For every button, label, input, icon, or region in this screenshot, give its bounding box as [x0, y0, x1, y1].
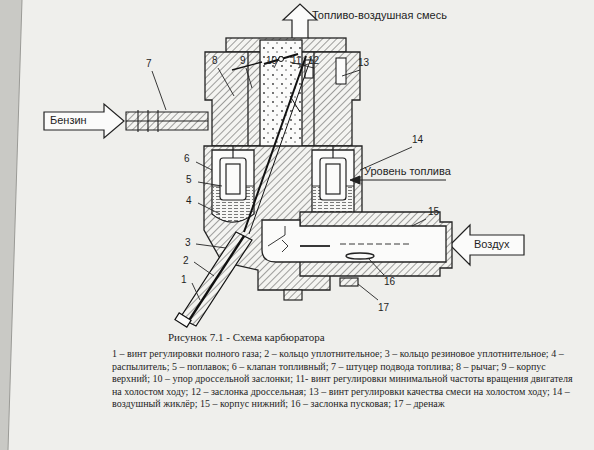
- fuel-inlet-fitting: [126, 110, 208, 132]
- emulsion-tube: [249, 58, 311, 234]
- floats: [226, 164, 240, 194]
- flow-label: Бензин: [50, 114, 87, 127]
- petrol-arrow: [44, 104, 124, 138]
- leader-lines: [198, 203, 220, 214]
- callout-number: 16: [384, 276, 395, 288]
- lower-body: [312, 150, 354, 222]
- page-background: [8, 0, 22, 450]
- fuel-level-pointer: [350, 176, 360, 184]
- emulsion-tube: [244, 56, 306, 232]
- callout-number: 14: [412, 134, 423, 146]
- leader-lines: [198, 182, 222, 186]
- floats: [326, 164, 340, 194]
- upper-body: [313, 52, 314, 146]
- page-background: [0, 0, 22, 450]
- callout-number: 6: [184, 153, 190, 165]
- callout-number: 5: [186, 174, 192, 186]
- figure-caption: Рисунок 7.1 - Схема карбюратора: [168, 331, 325, 344]
- callout-number: 10: [266, 55, 277, 67]
- floats: [220, 146, 346, 200]
- throttle-valve: [336, 58, 346, 84]
- drain-and-outlet: [340, 278, 358, 286]
- leader-lines: [196, 244, 226, 248]
- air-tube: [300, 245, 330, 247]
- fuel-inlet-fitting: [147, 110, 148, 132]
- leader-lines: [246, 68, 252, 88]
- flow-label: Воздух: [474, 238, 510, 251]
- callout-number: 2: [183, 255, 189, 267]
- air-tube: [262, 220, 446, 262]
- full-throttle-screw: [175, 313, 191, 327]
- leader-lines: [218, 68, 234, 96]
- air-arrow: [450, 225, 524, 265]
- emulsion-tube: [290, 96, 300, 112]
- callout-number: 15: [428, 206, 439, 218]
- callout-number: 12: [308, 55, 319, 67]
- callout-number: 8: [212, 55, 218, 67]
- air-tube: [262, 212, 452, 276]
- flow-label: Топливо-воздушная смесь: [312, 9, 447, 22]
- callout-number: 17: [378, 302, 389, 314]
- full-throttle-screw: [180, 232, 252, 326]
- leader-lines: [368, 258, 384, 275]
- floats: [220, 158, 246, 200]
- full-throttle-screw: [175, 232, 252, 327]
- leader-lines: [342, 70, 360, 76]
- level-label: Уровень топлива: [364, 165, 451, 178]
- air-tube: [268, 226, 285, 246]
- leader-lines: [358, 284, 378, 300]
- air-tube: [340, 244, 410, 245]
- leader-lines: [412, 219, 426, 226]
- fuel-level-pointer: [350, 176, 446, 184]
- air-tube: [346, 253, 374, 259]
- fuel-inlet-fitting: [137, 110, 138, 132]
- callout-number: 3: [185, 237, 191, 249]
- legend-list: 1 – винт регулировки полного газа; 2 – к…: [112, 348, 582, 411]
- callout-number: 9: [240, 55, 246, 67]
- floats: [232, 146, 233, 158]
- leader-lines: [192, 283, 200, 300]
- drain-and-outlet: [284, 278, 358, 300]
- leader-lines: [194, 262, 214, 276]
- lower-body: [212, 150, 254, 222]
- callout-number: 4: [186, 195, 192, 207]
- fuel-level-pointer: [356, 180, 446, 181]
- drain-and-outlet: [284, 290, 302, 300]
- callout-number: 1: [181, 274, 187, 286]
- floats: [332, 146, 333, 158]
- fuel-inlet-fitting: [157, 110, 158, 132]
- floats: [320, 158, 346, 200]
- air-arrow: [450, 225, 524, 265]
- air-tube: [282, 240, 288, 252]
- emulsion-tube: [244, 56, 311, 234]
- leader-lines: [152, 71, 166, 110]
- callout-number: 13: [358, 57, 369, 69]
- throttle-valve: [232, 62, 262, 70]
- full-throttle-screw: [188, 236, 244, 322]
- leader-lines: [196, 162, 212, 170]
- petrol-arrow: [44, 104, 124, 138]
- callout-number: 11: [291, 55, 301, 67]
- leader-lines: [152, 56, 426, 300]
- callout-number: 7: [146, 58, 152, 70]
